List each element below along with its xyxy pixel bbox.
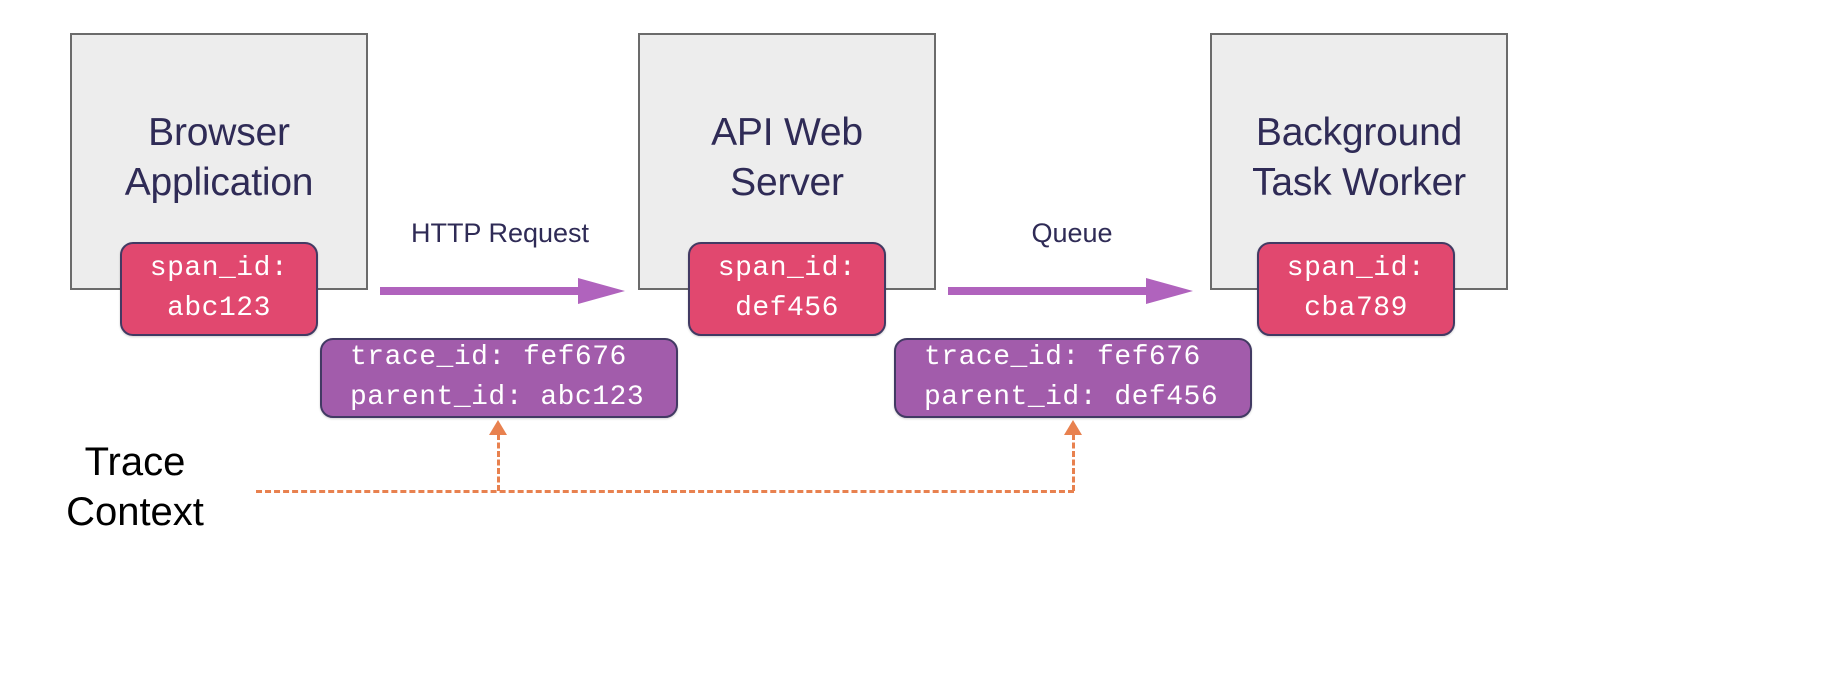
span-badge-browser[interactable]: span_id: abc123 — [120, 242, 318, 336]
span-badge-browser-value: abc123 — [167, 293, 271, 324]
trace-connector-baseline — [256, 490, 1074, 493]
service-title-browser: Browser Application — [124, 110, 314, 204]
trace-context-box-http[interactable]: trace_id: fef676 parent_id: abc123 — [320, 338, 678, 418]
trace-connector-arrowhead-queue — [1064, 420, 1082, 435]
trace-context-box-queue[interactable]: trace_id: fef676 parent_id: def456 — [894, 338, 1252, 418]
span-badge-browser-label: span_id: — [149, 253, 289, 285]
span-badge-api[interactable]: span_id: def456 — [688, 242, 886, 336]
flow-label-http-request: HTTP Request — [410, 218, 590, 248]
span-badge-api-label: span_id: — [717, 253, 857, 285]
service-title-background-task-worker: Background Task Worker — [1252, 110, 1466, 204]
trace-connector-riser-http — [497, 434, 500, 491]
span-badge-worker-value: cba789 — [1304, 293, 1408, 324]
flow-arrow-http-request — [380, 278, 625, 304]
trace-context-http-parent-id: parent_id: abc123 — [350, 382, 645, 413]
trace-context-http-trace-id: trace_id: fef676 — [350, 342, 627, 374]
trace-connector-arrowhead-http — [489, 420, 507, 435]
flow-arrow-queue — [948, 278, 1193, 304]
span-badge-worker[interactable]: span_id: cba789 — [1257, 242, 1455, 336]
service-title-api-web-server: API Web Server — [711, 110, 863, 204]
trace-context-queue-trace-id: trace_id: fef676 — [924, 342, 1201, 374]
legend-trace-context: Trace Context — [66, 440, 204, 535]
span-badge-api-value: def456 — [735, 293, 839, 324]
trace-connector-riser-queue — [1072, 434, 1075, 491]
span-badge-worker-label: span_id: — [1286, 253, 1426, 285]
flow-label-queue: Queue — [1031, 218, 1113, 248]
trace-context-queue-parent-id: parent_id: def456 — [924, 382, 1219, 413]
